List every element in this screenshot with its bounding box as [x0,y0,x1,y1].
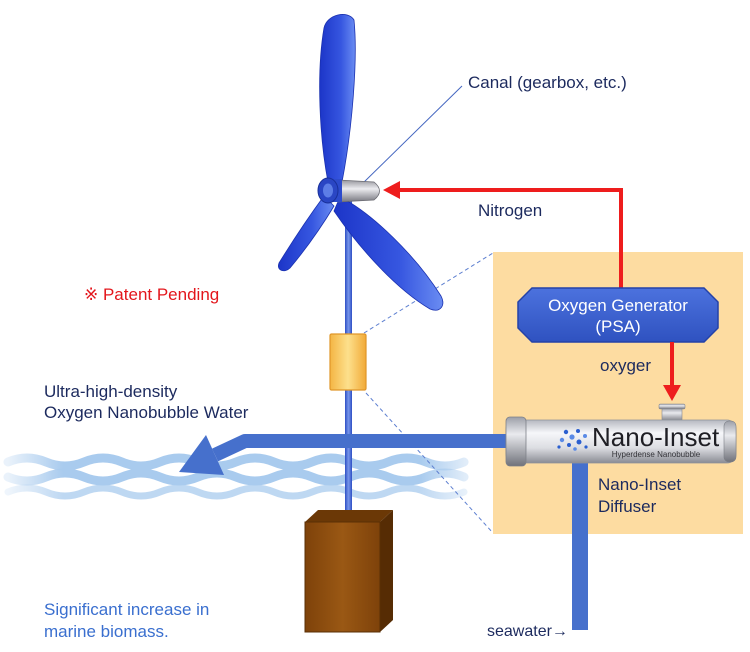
diffuser-inlet-cap-lip [658,403,686,410]
callout-line-top [363,252,494,334]
oxygen-generator-shape [517,287,719,343]
sea-waves [3,453,469,500]
outcome-label-line1: Significant increase in [44,600,209,619]
foundation-top-face [305,510,393,522]
bubble-dot [576,439,582,445]
wave-band-top [3,453,469,471]
patent-pending-note: ※ Patent Pending [84,285,219,304]
oxygen-label: oxyger [600,356,651,375]
callout-line-bottom [365,392,494,534]
wave-band-middle [3,468,469,486]
oxygen-generator-label: Oxygen Generator [548,296,688,315]
wave-band-bottom [4,484,468,500]
outflow-arrowhead [179,435,224,475]
bubble-dot [569,434,575,440]
bubble-dot [557,445,561,449]
foundation-block [304,510,393,633]
seawater-label: seawater→ [487,623,568,640]
bubble-dot [567,443,571,447]
bubble-dot [563,429,569,435]
nanobubble-dots-icon [557,429,588,451]
nano-inset-diffuser-device: Nano-Inset Hyperdense Nanobubble [505,403,737,467]
nacelle-pointer-line [359,85,463,187]
diffuser-logo-tagline: Hyperdense Nanobubble [612,450,701,459]
bubble-dot [559,437,565,443]
turbine-blade-right [333,196,444,311]
nitrogen-label: Nitrogen [478,201,542,220]
bubble-dot [583,434,587,438]
nacelle-label: Canal (gearbox, etc.) [468,73,627,92]
oxygen-flow-arrow [663,342,681,401]
diffuser-logo-text: Nano-Inset [592,422,720,452]
diffuser-label-line1: Nano-Inset [598,475,681,494]
diffuser-left-flange [505,416,527,467]
foundation-side-face [380,510,393,632]
turbine-blade-top [319,14,356,183]
outflow-pipe [212,434,508,462]
oxygen-generator-sublabel: (PSA) [595,317,640,336]
diffuser-right-cap [723,420,737,463]
bubble-dot [576,429,580,433]
equipment-housing [329,333,367,391]
nanobubble-water-label-line2: Oxygen Nanobubble Water [44,403,249,422]
nacelle [337,179,380,203]
outcome-label-line2: marine biomass. [44,622,169,641]
nanobubble-water-outflow [179,434,508,475]
seawater-intake-pipe [572,458,588,630]
nitrogen-flow-arrow [383,181,623,292]
oxygen-generator: Oxygen Generator (PSA) [517,287,719,343]
diffuser-label-line2: Diffuser [598,497,657,516]
oxygen-arrowhead [663,385,681,401]
nitrogen-flow-line [398,188,623,292]
turbine-blade-left [278,195,335,272]
zoom-callout-lines [363,252,494,534]
bubble-dot [584,445,588,449]
bubble-dot [573,447,577,451]
nanobubble-water-label-line1: Ultra-high-density [44,382,178,401]
turbine-rotor [278,14,444,311]
foundation-front-face [304,521,381,633]
nitrogen-arrowhead [383,181,400,199]
hub-center [323,183,333,198]
